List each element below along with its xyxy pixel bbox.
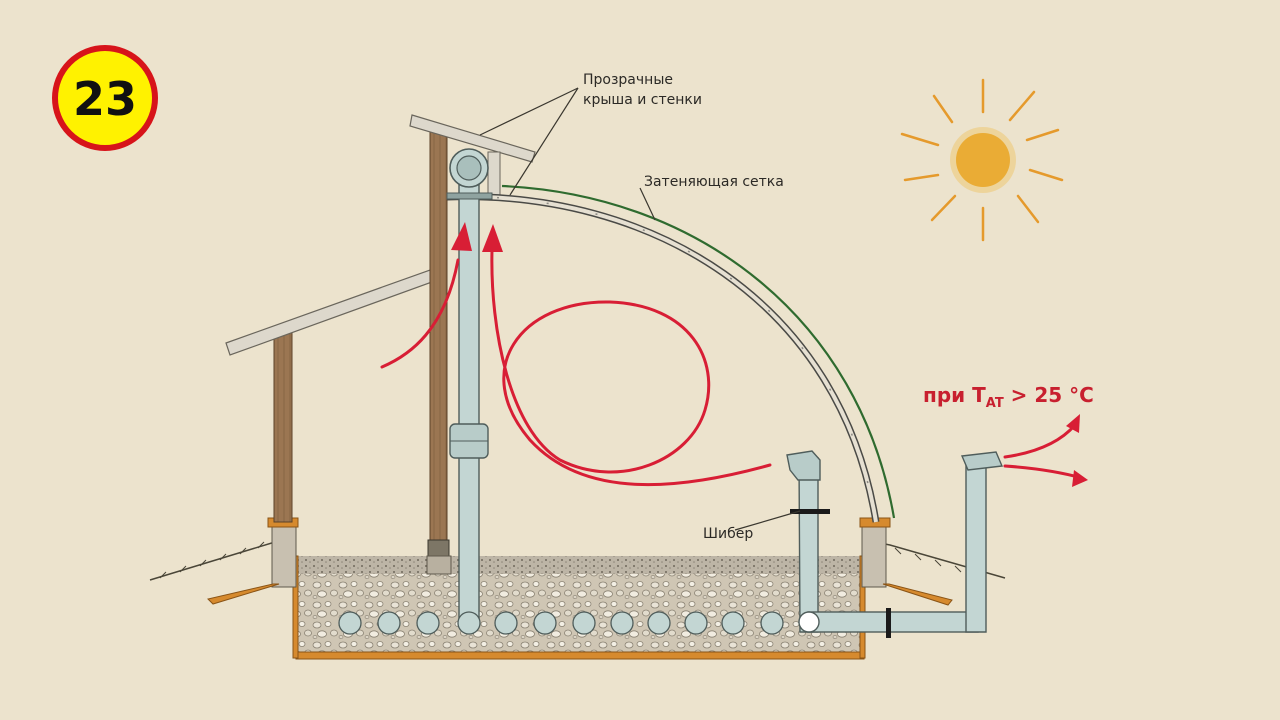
- label-shade-net: Затеняющая сетка: [644, 174, 784, 190]
- left-shed-structure: [225, 269, 433, 523]
- sun-icon: [900, 78, 1064, 242]
- condition-subscript: AT: [986, 396, 1004, 411]
- badge-number: 23: [73, 72, 137, 126]
- exhaust-arrow-upper: [1003, 423, 1077, 459]
- label-damper: Шибер: [703, 526, 753, 542]
- right-footing: [859, 517, 953, 606]
- shade-net: [501, 184, 896, 519]
- condition-prefix: при T: [923, 383, 986, 407]
- gravel-accumulator-bed: [292, 555, 866, 660]
- arched-glazing: [446, 193, 880, 523]
- arrow-heads: [451, 222, 1088, 487]
- left-footing: [207, 517, 299, 605]
- airflow-intake-arrow: [380, 258, 460, 369]
- label-transparent-roof-line1: Прозрачные: [583, 72, 673, 88]
- label-transparent-roof-line2: крыша и стенки: [583, 92, 702, 108]
- airflow-arrows: [380, 248, 1084, 487]
- temperature-condition: при TAT > 25 °C: [923, 383, 1094, 411]
- airflow-loop-arrow: [490, 248, 772, 487]
- condition-suffix: > 25 °C: [1004, 383, 1094, 407]
- number-badge: 23: [52, 45, 158, 151]
- damper-pipe: [786, 450, 1004, 638]
- leader-lines: [479, 87, 801, 531]
- transparent-roof: [409, 114, 536, 198]
- pipe-cross-sections: [338, 611, 784, 635]
- damper: [790, 509, 830, 514]
- vertical-air-pipe: [446, 148, 493, 626]
- exhaust-arrow-lower: [1003, 464, 1084, 480]
